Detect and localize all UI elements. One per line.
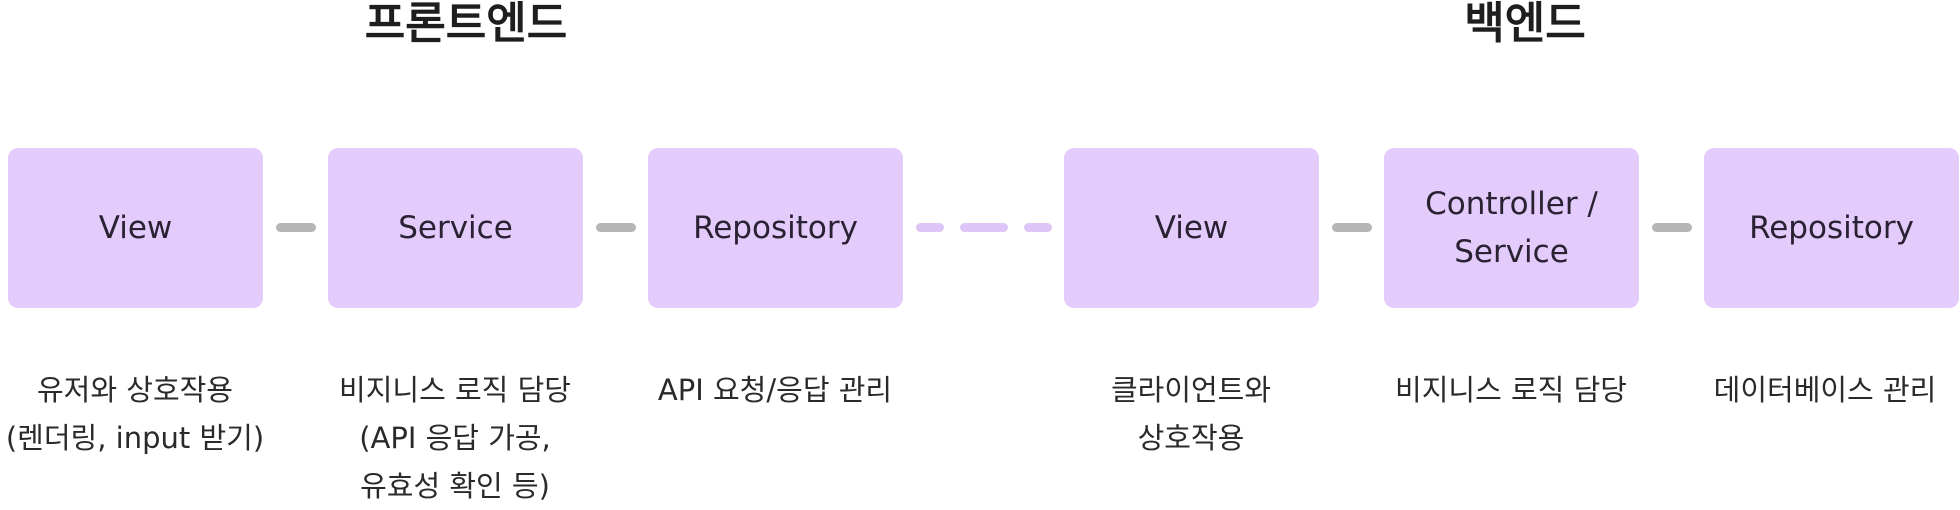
backend-controller-service-description: 비지니스 로직 담당 (1395, 373, 1627, 407)
backend-controller-service-box: Controller / Service (1384, 148, 1639, 308)
backend-title: 백엔드 (1464, 0, 1586, 49)
connector-backend-controller-repository (1652, 223, 1692, 232)
dash-segment (1024, 223, 1052, 232)
frontend-title: 프론트엔드 (364, 0, 568, 49)
backend-repository-box: Repository (1704, 148, 1959, 308)
frontend-service-box: Service (328, 148, 583, 308)
backend-view-box: View (1064, 148, 1319, 308)
dash-segment (960, 223, 1008, 232)
connector-frontend-view-service (276, 223, 316, 232)
frontend-view-box: View (8, 148, 263, 308)
backend-view-description: 클라이언트와 상호작용 (1110, 373, 1272, 455)
connector-frontend-service-repository (596, 223, 636, 232)
dash-segment (916, 223, 944, 232)
frontend-service-description: 비지니스 로직 담당 (API 응답 가공, 유효성 확인 등) (339, 373, 571, 503)
frontend-view-description: 유저와 상호작용 (렌더링, input 받기) (5, 373, 265, 455)
connector-backend-view-controller (1332, 223, 1372, 232)
frontend-repository-box: Repository (648, 148, 903, 308)
frontend-repository-description: API 요청/응답 관리 (657, 373, 893, 407)
backend-repository-description: 데이터베이스 관리 (1713, 373, 1937, 407)
